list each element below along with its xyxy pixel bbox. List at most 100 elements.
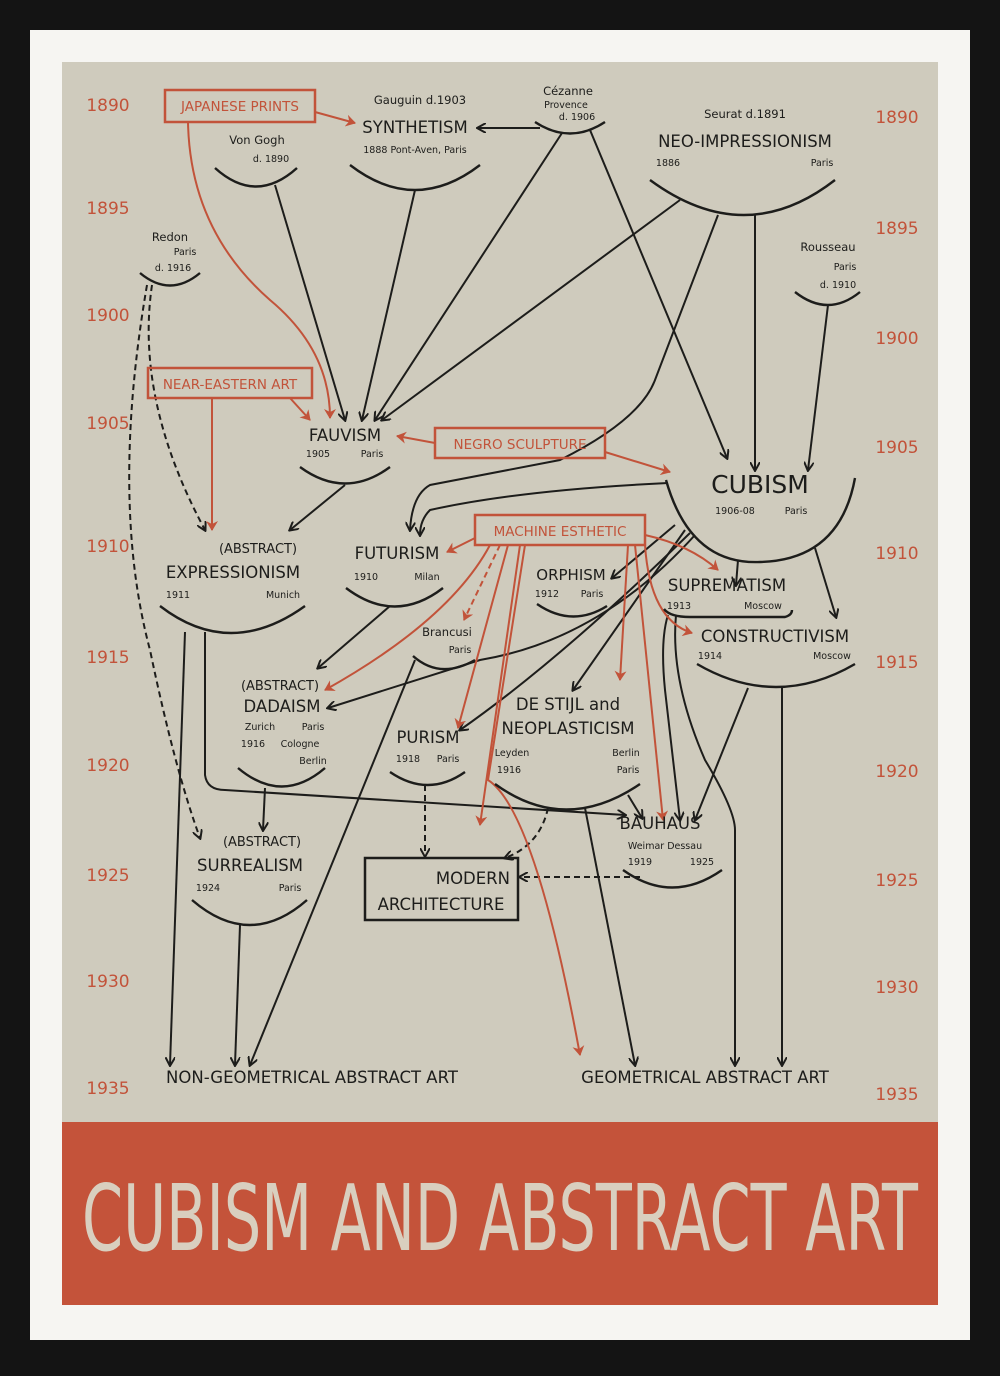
arrow (250, 659, 416, 1065)
place-label: Milan (414, 572, 439, 583)
artist-label: Brancusi (422, 625, 472, 639)
node-de-stijl: DE STIJL and NEOPLASTICISM Leyden Berlin… (494, 695, 641, 811)
arrow (674, 614, 735, 1065)
artist-label: Cézanne (543, 84, 593, 98)
box-label: ARCHITECTURE (378, 895, 505, 914)
arrow (274, 184, 345, 420)
year-label: 1910 (354, 572, 378, 583)
year-label: 1910 (86, 537, 129, 557)
node-brancusi: Brancusi Paris (412, 625, 476, 671)
arrow (460, 532, 691, 730)
node-surrealism: (ABSTRACT) SURREALISM 1924 Paris (191, 835, 308, 927)
influence-label: MACHINE ESTHETIC (494, 524, 627, 540)
influence-label: NEGRO SCULPTURE (454, 437, 587, 453)
red-arrow (314, 111, 356, 127)
year-label: 1911 (166, 590, 190, 601)
black-influence-arrows (128, 128, 836, 1065)
arrow (589, 129, 727, 458)
red-arrow (324, 544, 491, 691)
node-purism: PURISM 1918 Paris (389, 728, 466, 787)
place-label: Paris (437, 754, 460, 765)
artist-label: Seurat d.1891 (704, 107, 786, 121)
red-arrow (446, 537, 476, 554)
place-label: Paris (449, 645, 472, 656)
node-bauhaus: BAUHAUS Weimar Dessau 1919 1925 (620, 814, 723, 889)
year-label: 1912 (535, 589, 559, 600)
red-dashed-arrow (462, 544, 501, 621)
node-cubism: CUBISM 1906-08 Paris (664, 470, 857, 564)
place-label: Berlin (612, 748, 640, 759)
movement-name: BAUHAUS (620, 814, 701, 833)
arrow (808, 304, 829, 470)
arrow (410, 214, 719, 530)
year-label: 1886 (656, 158, 680, 169)
node-modern-architecture: MODERN ARCHITECTURE (363, 856, 520, 922)
arrow (204, 632, 625, 815)
year-label: 1925 (86, 866, 129, 886)
red-arrow (396, 431, 436, 444)
year-label: 1890 (86, 96, 129, 116)
place-label: Paris (279, 883, 302, 894)
artist-label: Redon (152, 230, 188, 244)
year-label: 1935 (875, 1085, 918, 1105)
year-label: 1910 (875, 544, 918, 564)
red-arrow (604, 451, 671, 476)
node-fauvism: FAUVISM 1905 Paris (299, 426, 391, 485)
arrow (170, 631, 186, 1065)
node-constructivism: CONSTRUCTIVISM 1914 Moscow (696, 627, 856, 689)
movement-prefix: (ABSTRACT) (223, 835, 301, 850)
node-neo-impressionism: Seurat d.1891 NEO-IMPRESSIONISM 1886 Par… (649, 107, 836, 217)
year-label: 1930 (875, 978, 918, 998)
movement-name: DE STIJL and (516, 695, 620, 714)
artist-label: Von Gogh (229, 133, 285, 147)
year-label: 1905 (86, 414, 129, 434)
node-suprematism: SUPREMATISM 1913 Moscow (663, 576, 794, 619)
movement-name: CONSTRUCTIVISM (701, 627, 849, 646)
box-label: MODERN (436, 869, 510, 888)
place-label: Moscow (744, 601, 782, 612)
year-label: 1918 (396, 754, 420, 765)
influence-japanese-prints: JAPANESE PRINTS (163, 88, 317, 124)
year-axis-left: 1890 1895 1900 1905 1910 1915 1920 1925 … (86, 96, 129, 1099)
place-label: Cologne (281, 739, 320, 750)
year-label: 1890 (875, 108, 918, 128)
death-year: d. 1916 (155, 263, 191, 274)
arrow (328, 534, 696, 708)
year-label: 1935 (86, 1079, 129, 1099)
movement-name: FUTURISM (355, 544, 440, 563)
arrow (695, 687, 749, 820)
red-arrow (634, 544, 669, 821)
artist-label: Rousseau (800, 240, 855, 254)
year-label: 1920 (86, 756, 129, 776)
influence-negro-sculpture: NEGRO SCULPTURE (433, 426, 607, 460)
year-label: 1915 (86, 648, 129, 668)
red-arrow (614, 544, 629, 681)
year-label: 1925 (875, 871, 918, 891)
place-label: Berlin (299, 756, 327, 767)
arrow (318, 605, 391, 668)
year-label: 1919 (628, 857, 652, 868)
title-band (62, 1122, 938, 1305)
arrow (612, 524, 676, 578)
place-label: Munich (266, 590, 300, 601)
movement-name: SYNTHETISM (362, 118, 467, 137)
movement-name: PURISM (396, 728, 459, 747)
place-label: Leyden (495, 748, 530, 759)
movement-prefix: (ABSTRACT) (219, 542, 297, 557)
place-label: Paris (617, 765, 640, 776)
influence-near-eastern-art: NEAR-EASTERN ART (146, 366, 314, 400)
red-arrow (475, 544, 521, 826)
place-label: Paris (834, 262, 857, 273)
year-label: 1915 (875, 653, 918, 673)
poster-title: CUBISM AND ABSTRACT ART (82, 1165, 919, 1272)
movement-info: 1888 Pont-Aven, Paris (363, 145, 467, 156)
red-influence-arrows (187, 111, 719, 1056)
year-label: 1895 (86, 199, 129, 219)
dashed-arrow (147, 284, 205, 530)
node-futurism: FUTURISM 1910 Milan (345, 544, 444, 608)
year-label: 1905 (306, 449, 330, 460)
place-label: Paris (785, 506, 808, 517)
arrow (814, 547, 836, 617)
year-label: 1924 (196, 883, 220, 894)
arrow (362, 189, 416, 420)
